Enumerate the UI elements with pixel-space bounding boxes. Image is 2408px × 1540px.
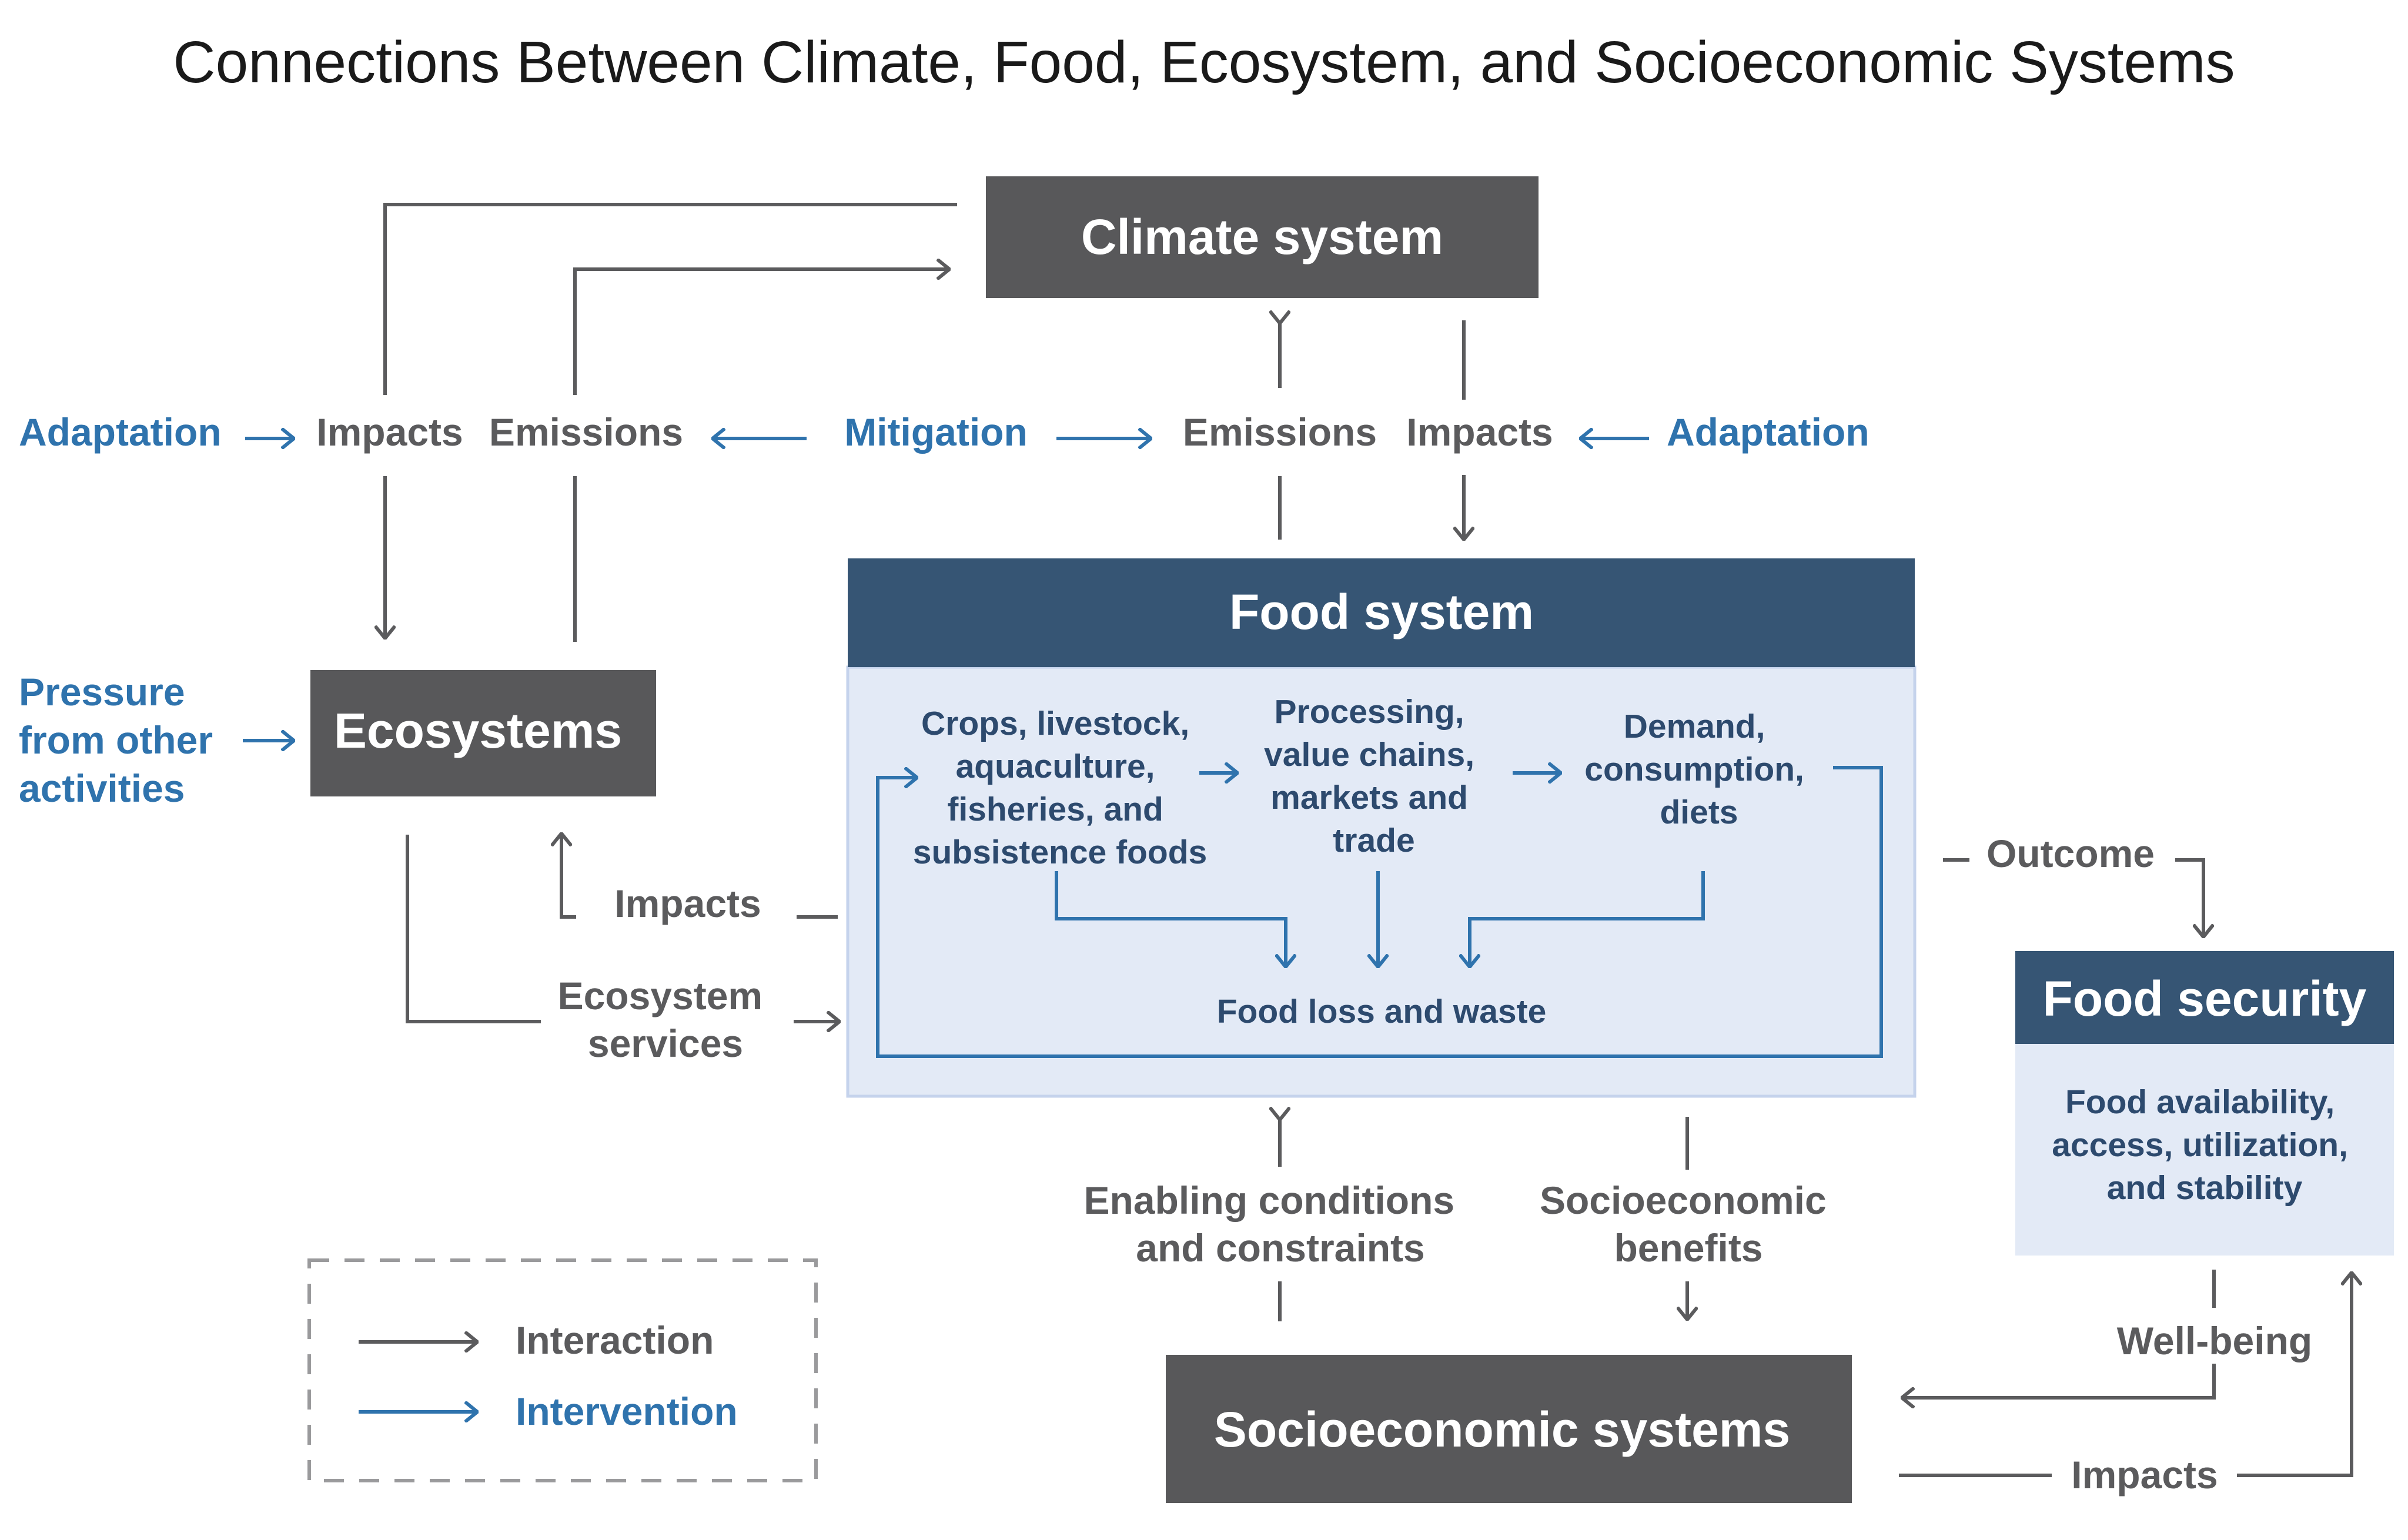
- ecosystem-services-line: Ecosystem: [558, 974, 763, 1017]
- pressure-line: activities: [19, 766, 185, 810]
- demand-line: diets: [1660, 794, 1738, 831]
- production-line: Crops, livestock,: [921, 705, 1189, 742]
- processing-component: Processing, value chains, markets and tr…: [1264, 693, 1484, 859]
- impacts-eco-label: Impacts: [614, 882, 761, 925]
- pressure-line: from other: [19, 718, 213, 762]
- page-title: Connections Between Climate, Food, Ecosy…: [173, 29, 2235, 95]
- socioeconomic-benefits-line: benefits: [1614, 1226, 1762, 1270]
- demand-line: Demand,: [1624, 708, 1765, 745]
- socioeconomic-systems-box: [1166, 1355, 1852, 1503]
- ecosystems-label: Ecosystems: [334, 703, 622, 758]
- demand-to-production-feedback-loop: [876, 766, 1883, 1058]
- emissions-right-label: Emissions: [1183, 410, 1377, 454]
- food-security-detail: Food availability, access, utilization, …: [2052, 1083, 2357, 1207]
- production-component: Crops, livestock, aquaculture, fisheries…: [913, 705, 1207, 871]
- wellbeing-label: Well-being: [2117, 1319, 2312, 1362]
- climate-to-impacts-left-line: [383, 203, 957, 395]
- enabling-conditions-label: Enabling conditions and constraints: [1084, 1179, 1466, 1270]
- impacts-right-label: Impacts: [1406, 410, 1553, 454]
- ecosystem-services-line: services: [588, 1022, 743, 1065]
- processing-line: Processing,: [1275, 693, 1464, 731]
- food-security-header: [2015, 951, 2394, 1044]
- emissions-left-label: Emissions: [489, 410, 683, 454]
- climate-system-label: Climate system: [1081, 209, 1443, 265]
- demand-to-loss-arrow: [1470, 871, 1705, 967]
- adaptation-left-label: Adaptation: [19, 410, 222, 454]
- food-loss-waste-label: Food loss and waste: [1217, 993, 1547, 1030]
- enabling-conditions-line: and constraints: [1136, 1226, 1424, 1270]
- socioeconomic-benefits-label: Socioeconomic benefits: [1540, 1179, 1837, 1270]
- food-system-panel: [846, 665, 1917, 1098]
- emissions-left-to-climate-arrow: [573, 269, 949, 395]
- production-line: aquaculture,: [956, 748, 1155, 785]
- food-security-detail-line: Food availability,: [2065, 1083, 2335, 1121]
- ecosystems-box: [310, 670, 656, 796]
- socioeconomic-systems-label: Socioeconomic systems: [1214, 1402, 1790, 1457]
- outcome-label: Outcome: [1986, 832, 2155, 875]
- food-system-title: Food system: [1229, 584, 1534, 640]
- impacts-left-label: Impacts: [316, 410, 463, 454]
- ecosystems-to-services-line: [406, 835, 541, 1023]
- impacts-bottom-label: Impacts: [2071, 1453, 2218, 1497]
- pressure-line: Pressure: [19, 670, 185, 714]
- food-security-label: Food security: [2043, 971, 2367, 1026]
- enabling-conditions-line: Enabling conditions: [1084, 1179, 1455, 1222]
- ecosystem-services-label: Ecosystem services: [558, 974, 774, 1065]
- legend-interaction-label: Interaction: [516, 1318, 714, 1362]
- impacts-to-ecosystems-arrow: [561, 833, 576, 919]
- climate-system-box: [986, 176, 1539, 298]
- processing-line: trade: [1333, 822, 1414, 859]
- production-line: fisheries, and: [947, 791, 1163, 828]
- demand-component: Demand, consumption, diets: [1584, 708, 1814, 831]
- processing-line: value chains,: [1264, 736, 1474, 774]
- legend-box: [307, 1258, 818, 1482]
- wellbeing-to-socio-arrow: [1902, 1364, 2216, 1398]
- outcome-to-food-security-arrow: [2175, 858, 2203, 937]
- legend-intervention-label: Intervention: [516, 1390, 738, 1433]
- socioeconomic-benefits-line: Socioeconomic: [1540, 1179, 1827, 1222]
- mitigation-label: Mitigation: [844, 410, 1028, 454]
- food-security-detail-line: and stability: [2107, 1169, 2303, 1207]
- production-line: subsistence foods: [913, 833, 1207, 871]
- food-system-header: [848, 558, 1915, 667]
- pressure-label: Pressure from other activities: [19, 670, 223, 810]
- impacts-bottom-to-food-security-arrow: [2237, 1273, 2352, 1477]
- adaptation-right-label: Adaptation: [1667, 410, 1869, 454]
- processing-line: markets and: [1270, 779, 1468, 816]
- production-to-loss-arrow: [1055, 871, 1286, 967]
- food-security-detail-line: access, utilization,: [2052, 1126, 2348, 1164]
- demand-line: consumption,: [1584, 751, 1804, 788]
